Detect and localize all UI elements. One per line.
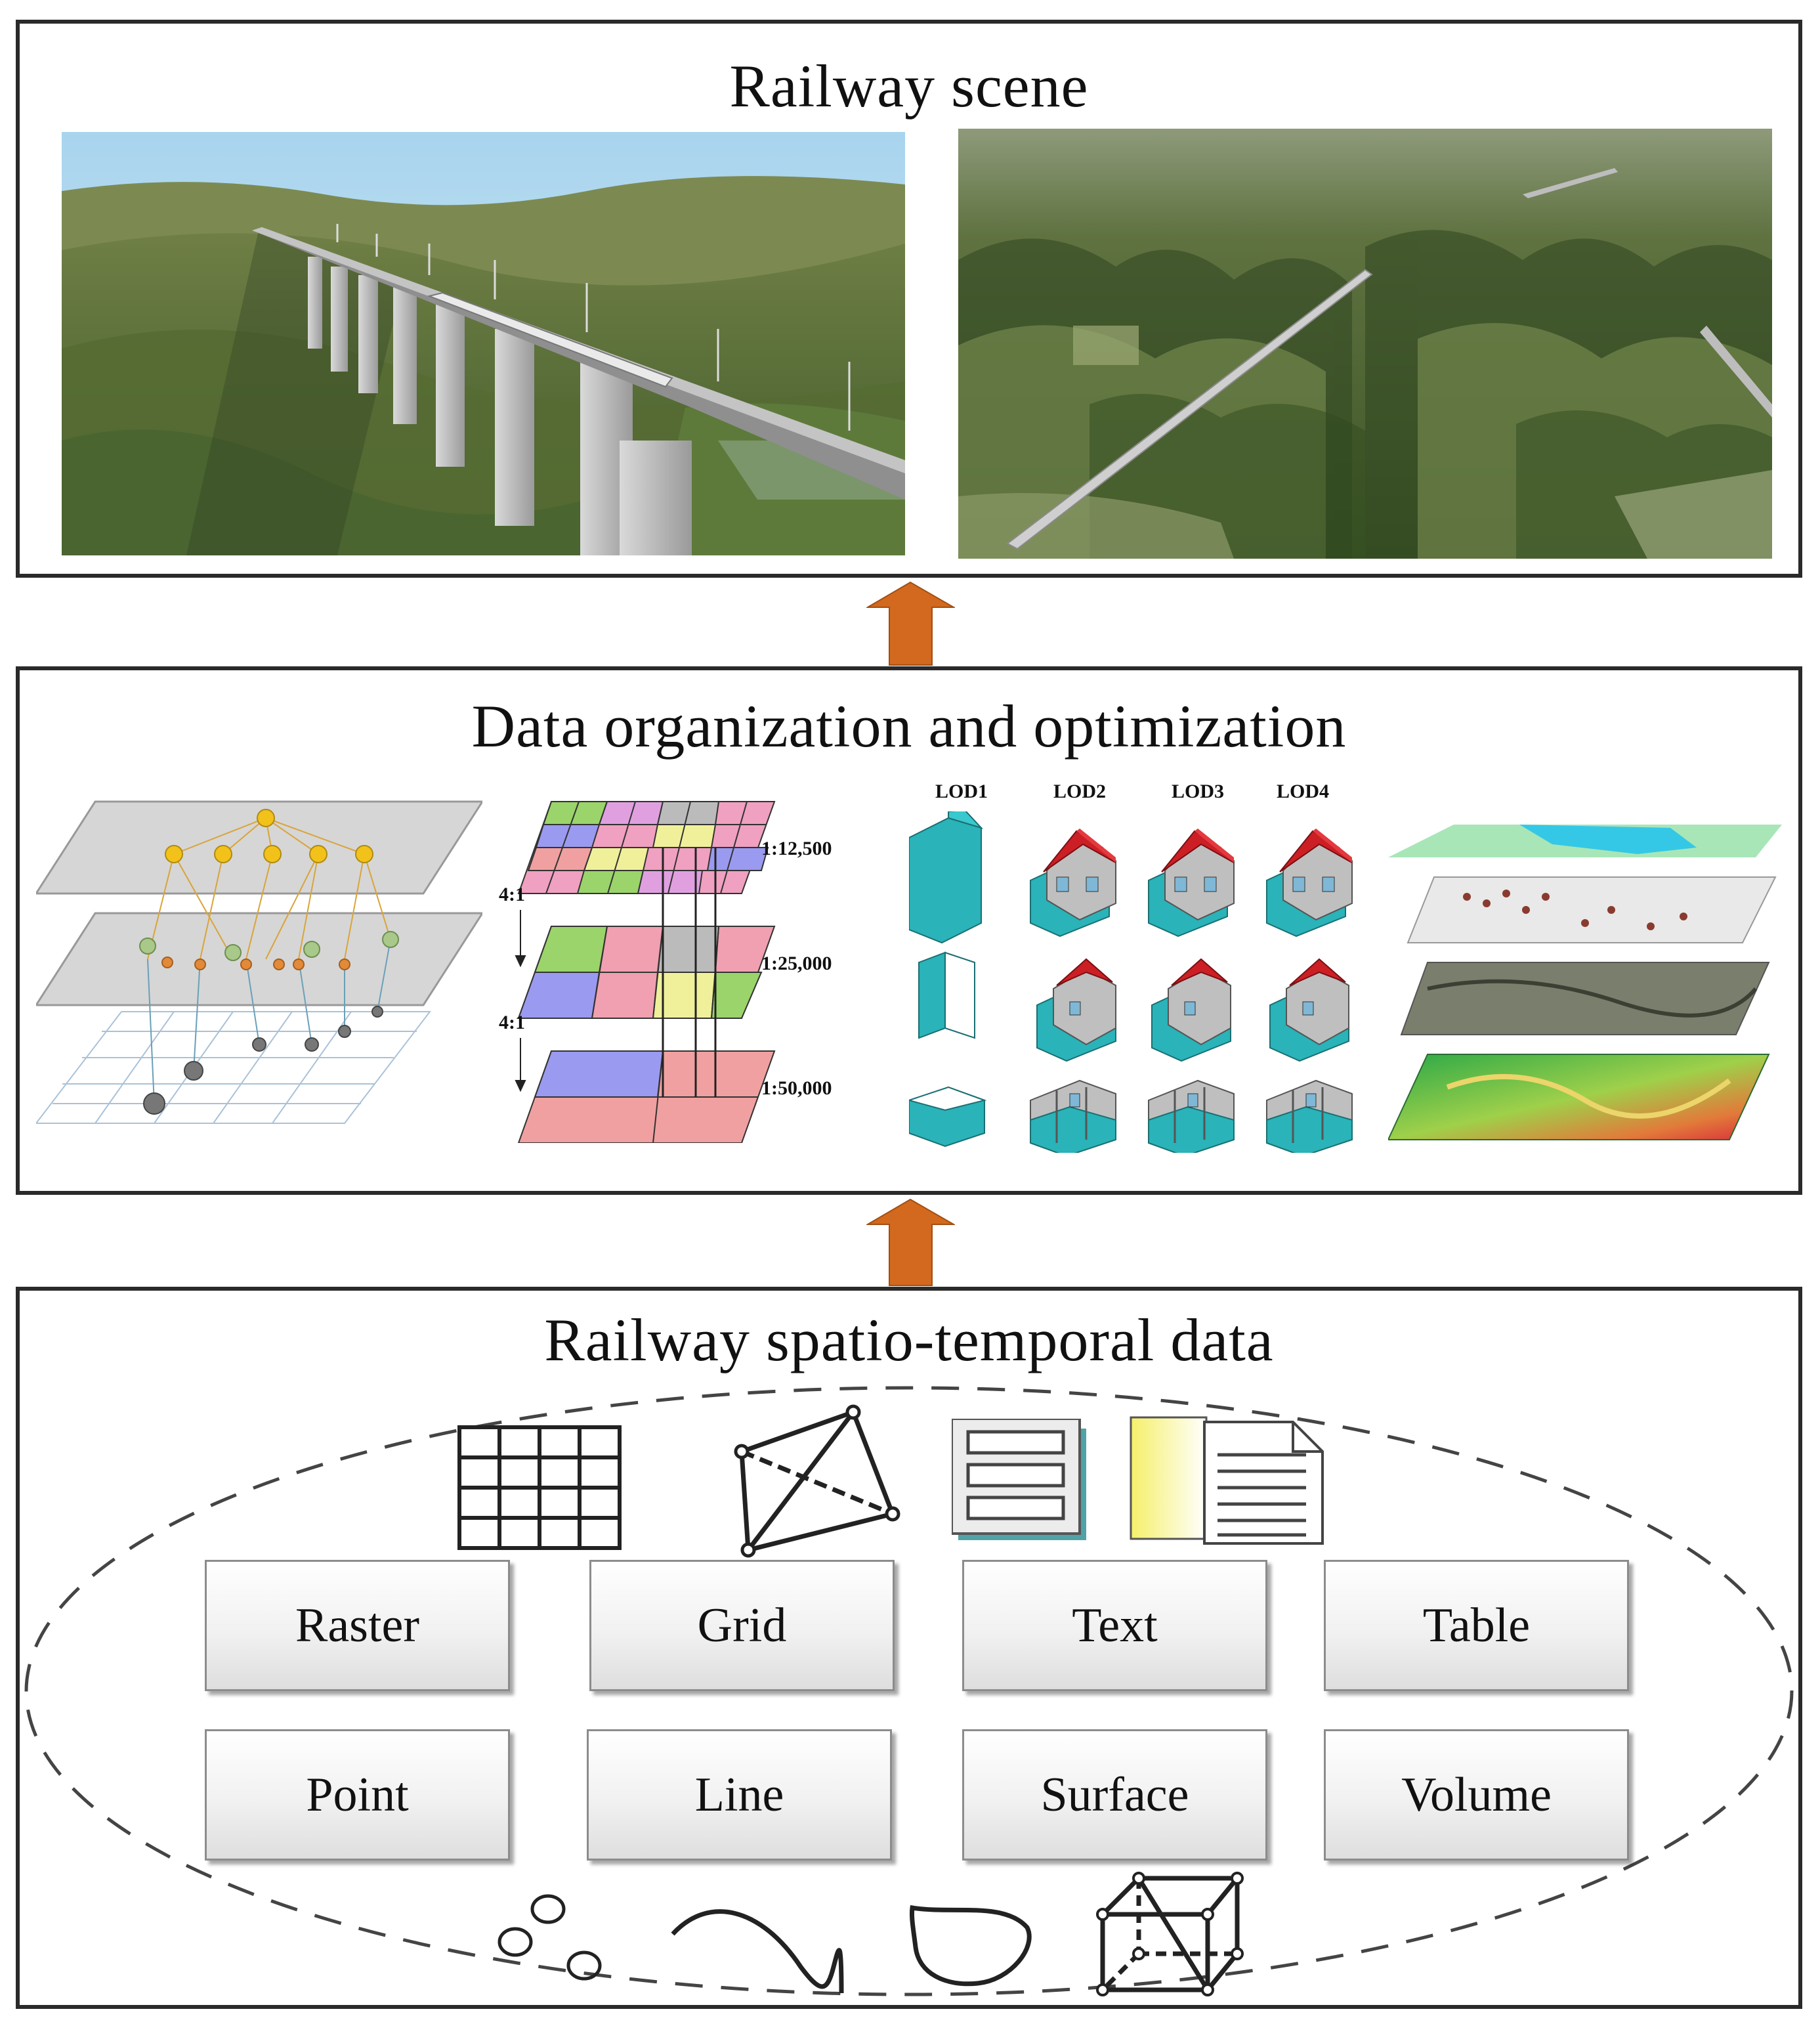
point-button[interactable]: Point bbox=[205, 1729, 510, 1861]
up-arrow-icon bbox=[866, 581, 955, 666]
line-button[interactable]: Line bbox=[587, 1729, 892, 1861]
lod4-label: LOD4 bbox=[1277, 781, 1330, 802]
multi-scale-pyramid-figure: 4:1 4:1 bbox=[499, 795, 807, 1143]
lod1-label: LOD1 bbox=[935, 781, 988, 802]
aerial-railway-scene-image bbox=[958, 129, 1772, 559]
text-button[interactable]: Text bbox=[962, 1560, 1267, 1691]
grid-tetrahedron-icon bbox=[729, 1402, 906, 1560]
layered-map-stack-figure bbox=[1388, 811, 1782, 1153]
lod2-label: LOD2 bbox=[1053, 781, 1107, 802]
data-organization-panel: Data organization and optimization bbox=[16, 666, 1802, 1195]
lod3-label: LOD3 bbox=[1172, 781, 1225, 802]
scale-label: 1:12,500 bbox=[761, 838, 832, 859]
volume-cube-icon bbox=[1090, 1868, 1247, 2000]
surface-button[interactable]: Surface bbox=[962, 1729, 1267, 1861]
ratio-label: 4:1 bbox=[499, 1012, 525, 1033]
scale-label: 1:50,000 bbox=[761, 1077, 832, 1099]
line-curve-icon bbox=[669, 1895, 860, 2000]
railway-scene-panel: Railway scene bbox=[16, 20, 1802, 578]
raster-grid-icon bbox=[457, 1425, 622, 1550]
hierarchical-network-figure bbox=[36, 795, 482, 1136]
ratio-label: 4:1 bbox=[499, 884, 525, 905]
volume-button[interactable]: Volume bbox=[1324, 1729, 1629, 1861]
table-document-icon bbox=[1129, 1415, 1332, 1547]
point-circles-icon bbox=[492, 1888, 610, 1987]
grid-button[interactable]: Grid bbox=[589, 1560, 895, 1691]
scale-label: 1:25,000 bbox=[761, 953, 832, 974]
text-document-icon bbox=[952, 1419, 1090, 1543]
surface-polygon-icon bbox=[906, 1901, 1037, 1993]
lod-building-matrix-figure bbox=[909, 811, 1382, 1153]
data-organization-title: Data organization and optimization bbox=[471, 693, 1347, 760]
up-arrow-icon bbox=[866, 1198, 955, 1286]
data-collection-ellipse bbox=[24, 1386, 1794, 1996]
spatio-temporal-data-panel: Railway spatio-temporal data bbox=[16, 1287, 1802, 2009]
viaduct-scene-image bbox=[62, 132, 905, 555]
table-button[interactable]: Table bbox=[1324, 1560, 1629, 1691]
raster-button[interactable]: Raster bbox=[205, 1560, 510, 1691]
railway-scene-title: Railway scene bbox=[729, 53, 1089, 119]
spatio-temporal-data-title: Railway spatio-temporal data bbox=[544, 1306, 1274, 1373]
